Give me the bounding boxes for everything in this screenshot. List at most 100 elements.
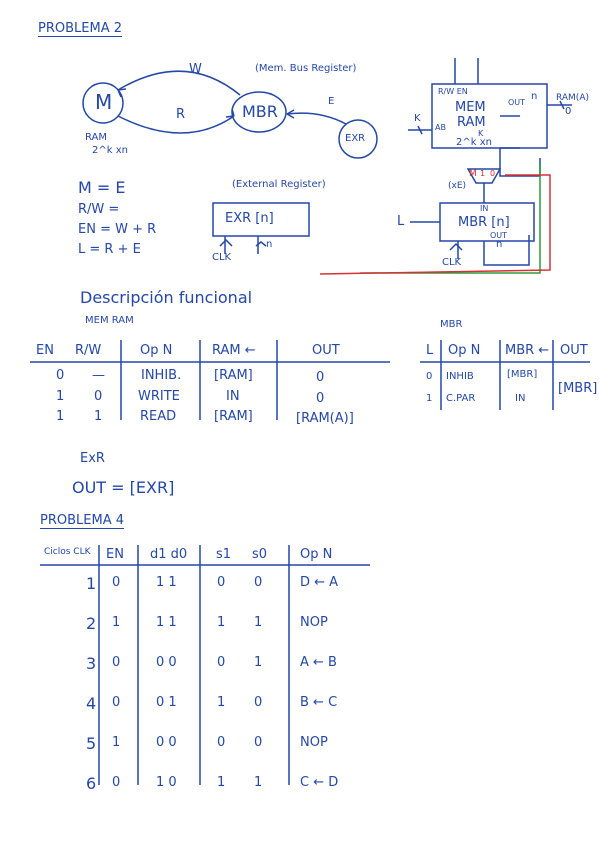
mbr-clk: CLK — [442, 257, 462, 268]
mbr-r1-mbr: IN — [515, 393, 526, 404]
p4-r0-ciclo: 1 — [86, 574, 97, 593]
mem-r0-out: 0 — [316, 370, 325, 385]
e-arc — [286, 112, 347, 125]
p4-r2-op: A ← B — [300, 655, 337, 670]
mbr-r1-l: 1 — [426, 393, 433, 404]
mbr-note: (Mem. Bus Register) — [255, 63, 357, 74]
p4-r5-ciclo: 6 — [86, 774, 97, 793]
p4-r2-d: 0 0 — [156, 655, 177, 670]
mem-n-out: n — [531, 91, 538, 102]
mbr-name: MBR [n] — [458, 215, 510, 230]
problema4-title: PROBLEMA 4 — [40, 513, 124, 529]
mem-h-op: Op N — [140, 343, 173, 358]
mbr-r0-l: 0 — [426, 371, 433, 382]
p4-r1-en: 1 — [112, 615, 121, 630]
mem-h-en: EN — [36, 343, 54, 358]
mbr-ellipse — [231, 91, 287, 133]
p4-r2-s0: 1 — [254, 655, 263, 670]
p4-r1-op: NOP — [300, 615, 328, 630]
mem-r0-ram: [RAM] — [214, 368, 253, 383]
mux-m: M — [469, 169, 477, 179]
w-arc — [117, 70, 241, 96]
p4-r2-s1: 0 — [217, 655, 226, 670]
p4-r4-ciclo: 5 — [86, 734, 97, 753]
exr-box-label: EXR [n] — [225, 211, 274, 226]
mem-r1-rw: 0 — [94, 389, 103, 404]
e-label: E — [328, 96, 335, 107]
mem-r0-op: INHIB. — [141, 368, 182, 383]
p4-r3-ciclo: 4 — [86, 694, 97, 713]
exr-out: OUT = [EXR] — [72, 478, 175, 497]
eq4: L = R + E — [78, 242, 141, 257]
mem-r2-en: 1 — [56, 409, 65, 424]
p4-r4-s1: 0 — [217, 735, 226, 750]
mbr-r0-mbr: [MBR] — [507, 369, 538, 380]
p4-r0-en: 0 — [112, 575, 121, 590]
mem-ram-a: RAM(A) — [556, 93, 589, 103]
eq3: EN = W + R — [78, 222, 157, 237]
p4-r0-s0: 0 — [254, 575, 263, 590]
mem-r0-en: 0 — [56, 368, 65, 383]
w-label: W — [189, 62, 202, 77]
ram-size: 2^k xn — [92, 145, 128, 156]
p4-r5-d: 1 0 — [156, 775, 177, 790]
mbr-label: MBR — [242, 102, 278, 121]
mem-ram-heading: MEM RAM — [85, 315, 134, 326]
exr-n: n — [266, 239, 273, 250]
mem-line2: RAM — [457, 115, 486, 130]
mbr-h-op: Op N — [448, 343, 481, 358]
p4-r5-en: 0 — [112, 775, 121, 790]
mux-zero: 0 — [490, 169, 496, 178]
mem-r0-rw: — — [92, 368, 105, 383]
mux-one: 1 — [480, 169, 486, 178]
mem-r1-ram: IN — [226, 389, 240, 404]
m-circle — [82, 82, 124, 124]
p4-r5-op: C ← D — [300, 775, 339, 790]
problema2-title: PROBLEMA 2 — [38, 21, 122, 37]
p4-r1-ciclo: 2 — [86, 614, 97, 633]
mbr-h-mbr: MBR ← — [505, 343, 550, 358]
mux-xe: (xE) — [448, 181, 467, 191]
desc-heading: Descripción funcional — [80, 288, 253, 307]
p4-r3-d: 0 1 — [156, 695, 177, 710]
exr-circle — [338, 119, 378, 159]
mbr-n: n — [496, 239, 503, 250]
mem-pins-top: R/W EN — [438, 87, 468, 96]
mem-r1-op: WRITE — [138, 389, 180, 404]
p4-r2-ciclo: 3 — [86, 654, 97, 673]
p4-h-d: d1 d0 — [150, 547, 188, 562]
p4-r1-d: 1 1 — [156, 615, 177, 630]
mem-k-label: K — [478, 129, 484, 138]
mem-line3: 2^k xn — [456, 137, 492, 148]
mem-r2-out: [RAM(A)] — [296, 411, 354, 426]
mem-r2-ram: [RAM] — [214, 409, 253, 424]
mem-k-in: K — [414, 113, 421, 124]
exr-clk: CLK — [212, 252, 232, 263]
mem-line1: MEM — [455, 100, 486, 115]
mbr-r0-op: INHIB — [446, 371, 474, 382]
p4-h-s0: s0 — [252, 547, 268, 562]
mem-zero: 0 — [565, 106, 572, 117]
exr-label: EXR — [345, 133, 366, 144]
eq1: M = E — [78, 178, 126, 197]
p4-r4-d: 0 0 — [156, 735, 177, 750]
p4-r5-s0: 1 — [254, 775, 263, 790]
r-arc — [117, 115, 235, 134]
p4-r2-en: 0 — [112, 655, 121, 670]
mbr-h-l: L — [426, 343, 434, 358]
mem-r2-op: READ — [140, 409, 177, 424]
mem-r1-en: 1 — [56, 389, 65, 404]
mem-r2-rw: 1 — [94, 409, 103, 424]
p4-h-ciclos: Ciclos CLK — [44, 547, 91, 557]
exr-heading: ExR — [80, 451, 105, 466]
p4-r4-op: NOP — [300, 735, 328, 750]
p4-r3-op: B ← C — [300, 695, 338, 710]
p4-h-op: Op N — [300, 547, 333, 562]
mbr-h-out: OUT — [560, 343, 588, 358]
p4-r3-s0: 0 — [254, 695, 263, 710]
mbr-l: L — [397, 214, 405, 229]
p4-r3-s1: 1 — [217, 695, 226, 710]
p4-h-en: EN — [106, 547, 124, 562]
mbr-heading: MBR — [440, 319, 463, 330]
